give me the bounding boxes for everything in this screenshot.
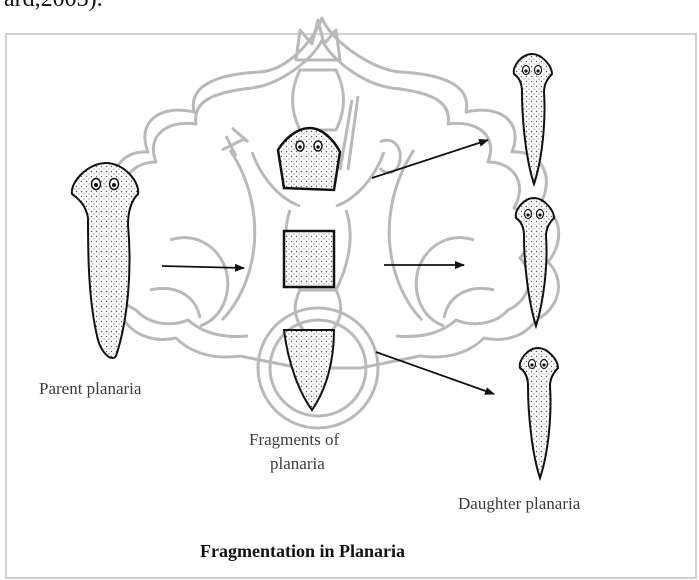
arrow-head-to-daughter-1 — [372, 140, 488, 178]
fragments-label-line2: planaria — [270, 454, 325, 474]
fragments-label-line1: Fragments of — [249, 430, 339, 450]
daughter-planaria-1 — [514, 54, 552, 184]
fragment-middle — [284, 231, 334, 287]
arrow-parent-to-fragments — [162, 266, 244, 268]
partial-citation-text: ard,2003). — [4, 0, 103, 13]
fragment-head — [278, 128, 340, 190]
parent-planaria-label: Parent planaria — [39, 379, 141, 399]
fragment-tail — [284, 330, 334, 410]
figure-caption: Fragmentation in Planaria — [200, 541, 405, 562]
parent-planaria — [72, 163, 138, 358]
daughter-planaria-label: Daughter planaria — [458, 494, 580, 514]
daughter-planaria-3 — [520, 348, 558, 478]
